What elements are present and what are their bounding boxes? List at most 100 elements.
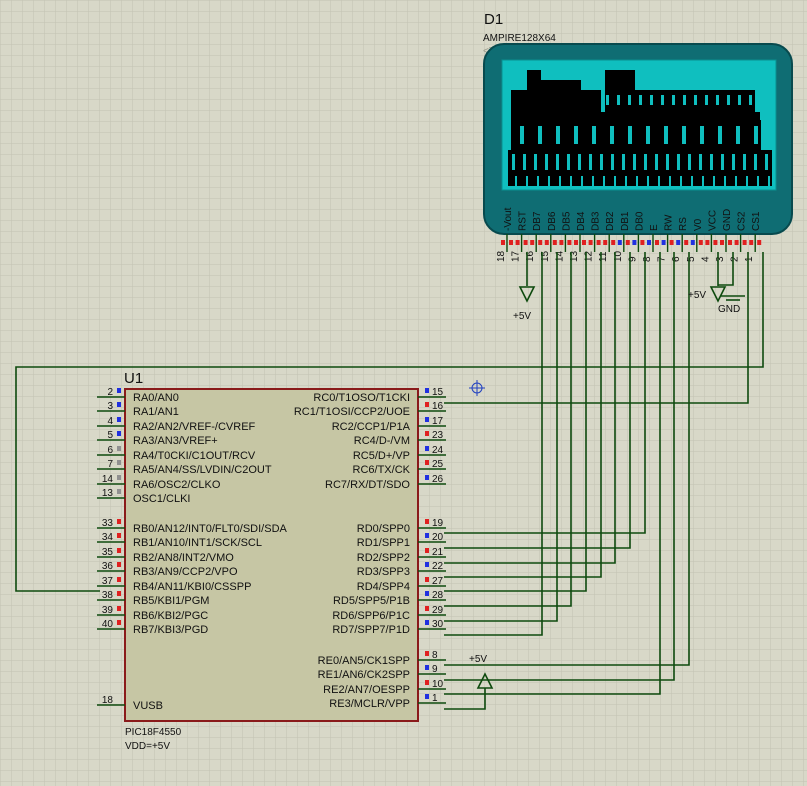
mcu-pin-label: RE0/AN5/CK1SPP xyxy=(318,655,410,667)
lcd-pin[interactable]: V05 xyxy=(686,218,704,262)
mcu-pin-label: RE2/AN7/OESPP xyxy=(323,684,410,696)
lcd-pin-name: RS xyxy=(678,217,689,231)
wire-rb4-rst[interactable] xyxy=(15,252,764,592)
lcd-pin-number: 9 xyxy=(627,256,638,262)
lcd-pin[interactable]: DB0 9 xyxy=(627,211,645,262)
lcd-pixel-gap xyxy=(548,176,550,186)
wire-mclr-vcc[interactable] xyxy=(444,688,486,710)
lcd-pixel-gap xyxy=(628,95,631,105)
lcd-pixel-gap xyxy=(556,126,560,144)
mcu-pin-number: 5 xyxy=(107,430,113,441)
lcd-pin[interactable]: E8 xyxy=(642,224,660,262)
mcu-pin-number: 21 xyxy=(432,547,444,558)
pin-terminal-marker xyxy=(734,240,739,245)
mcu-pin-label: RA6/OSC2/CLKO xyxy=(133,479,221,491)
lcd-pixel-gap xyxy=(658,176,660,186)
wire-rd3-db3[interactable] xyxy=(444,252,602,578)
wire-re2-e[interactable] xyxy=(444,252,661,695)
pin-terminal-marker xyxy=(425,533,429,538)
lcd-pixel-gap xyxy=(537,176,539,186)
wire-re1-rw[interactable] xyxy=(444,252,675,681)
wire-rd7-db7[interactable] xyxy=(444,252,543,636)
mcu-pin-label: RC6/TX/CK xyxy=(353,464,411,476)
wire-rd4-db4[interactable] xyxy=(444,252,587,592)
lcd-pin[interactable]: RS6 xyxy=(671,217,689,262)
pin-terminal-marker xyxy=(596,240,601,245)
wire-rd0-db0[interactable] xyxy=(444,252,646,534)
wire-re0-rs[interactable] xyxy=(444,252,690,666)
mcu-pin-label: RA5/AN4/SS/LVDIN/C2OUT xyxy=(133,464,272,476)
pin-terminal-marker xyxy=(509,240,513,245)
wire-rd5-db5[interactable] xyxy=(444,252,572,607)
lcd-pin[interactable]: RW7 xyxy=(657,214,675,262)
lcd-pin-name: DB0 xyxy=(634,211,645,231)
lcd-component[interactable]: D1 AMPIRE128X64 <TEXT> -Vout18RST17DB716… xyxy=(483,11,793,262)
lcd-pixel-gap xyxy=(746,176,748,186)
wire-rc0-cs2[interactable] xyxy=(444,252,749,404)
wire-gnd[interactable] xyxy=(718,252,734,286)
wire-rd6-db6[interactable] xyxy=(444,252,558,622)
lcd-pin-name: DB5 xyxy=(561,211,572,231)
plus5-mcu-label: +5V xyxy=(469,654,487,665)
lcd-pixel-gap xyxy=(713,176,715,186)
pin-terminal-marker xyxy=(117,417,121,422)
mcu-pin-number: 38 xyxy=(102,590,114,601)
lcd-pin-number: 4 xyxy=(700,256,711,262)
mcu-pin-number: 40 xyxy=(102,619,114,630)
wire-rd1-db1[interactable] xyxy=(444,252,631,549)
lcd-pixel-gap xyxy=(617,95,620,105)
wire-rd2-db2[interactable] xyxy=(444,252,616,564)
